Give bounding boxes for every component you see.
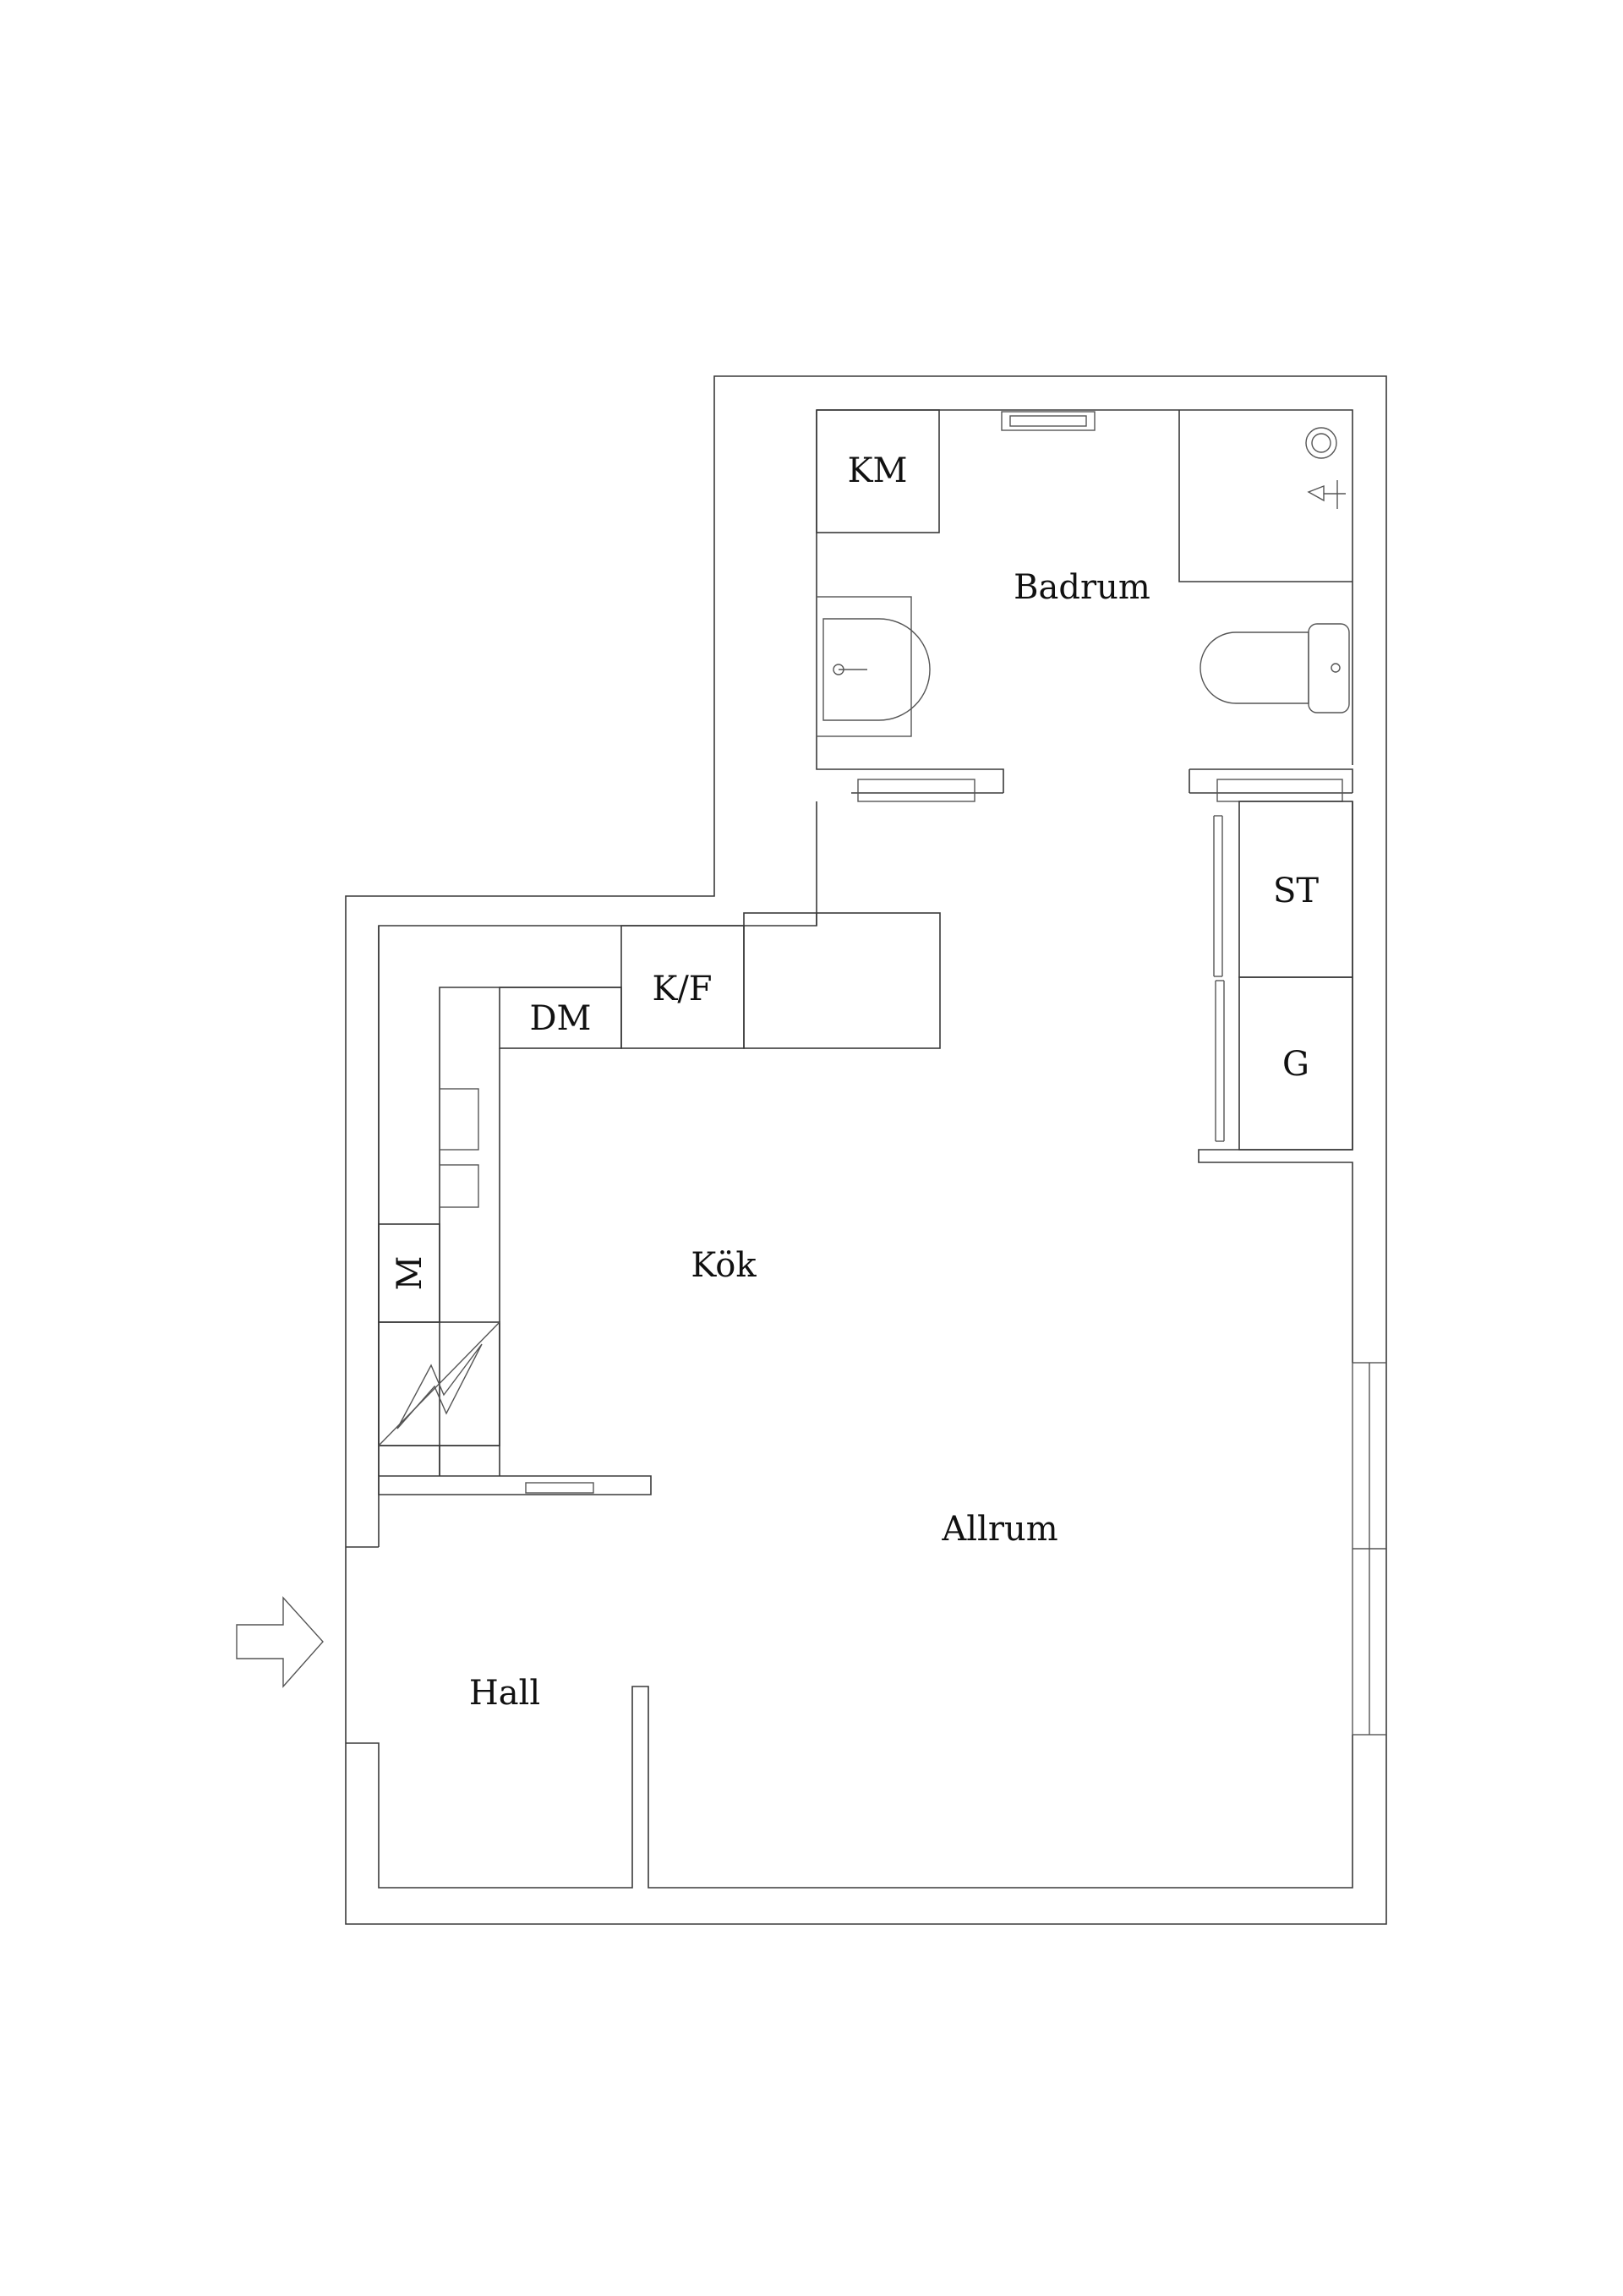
room-label-st: ST bbox=[1273, 872, 1319, 910]
room-label-allrum: Allrum bbox=[941, 1510, 1057, 1549]
room-label-kf: K/F bbox=[652, 970, 712, 1009]
room-label-hall: Hall bbox=[469, 1674, 540, 1713]
shower-icon bbox=[1178, 410, 1352, 582]
outer-walls bbox=[345, 375, 1387, 1925]
room-label-kok: Kök bbox=[691, 1246, 757, 1285]
kitchen-counters bbox=[378, 912, 941, 1476]
toilet-icon bbox=[1199, 623, 1350, 713]
room-label-km: KM bbox=[848, 451, 908, 490]
room-label-dm: DM bbox=[529, 999, 591, 1038]
entrance-arrow-icon bbox=[236, 1596, 324, 1688]
storage-cabinets bbox=[1213, 801, 1353, 1151]
washbasin-icon bbox=[816, 596, 931, 737]
km-cabinet bbox=[816, 409, 940, 533]
room-label-badrum: Badrum bbox=[1014, 568, 1150, 607]
stove-lightning-icon bbox=[378, 1321, 500, 1446]
room-label-g: G bbox=[1282, 1045, 1309, 1084]
room-label-m: M bbox=[391, 1256, 429, 1291]
